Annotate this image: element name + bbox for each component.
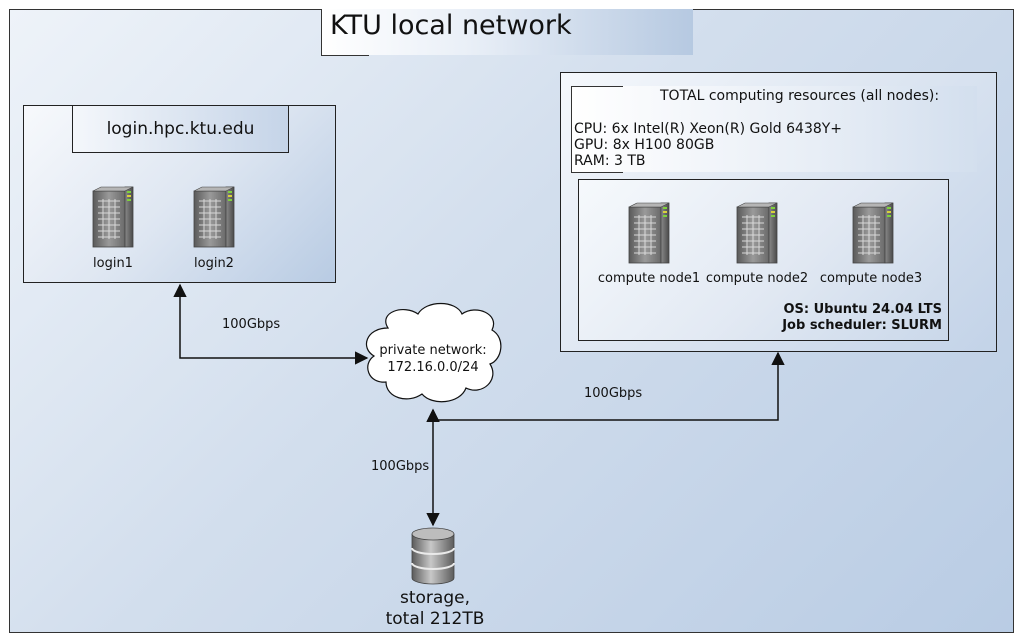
login-node-label: login2 xyxy=(194,256,234,271)
resources-panel xyxy=(571,86,977,172)
page-title: KTU local network xyxy=(330,10,572,41)
storage-label: storage, total 212TB xyxy=(360,588,510,630)
title-tab xyxy=(321,9,693,55)
resources-bracket xyxy=(571,86,572,173)
compute-node-label: compute node1 xyxy=(597,271,701,286)
storage-link-label: 100Gbps xyxy=(371,459,430,474)
resources-gpu: GPU: 8x H100 80GB xyxy=(574,137,715,153)
resources-title: TOTAL computing resources (all nodes): xyxy=(660,88,940,104)
server-icon xyxy=(92,186,134,248)
title-divider xyxy=(321,55,369,56)
compute-node-label: compute node3 xyxy=(819,271,923,286)
server-icon xyxy=(193,186,235,248)
login-node-label: login1 xyxy=(93,256,133,271)
database-icon xyxy=(411,527,455,585)
scheduler-label: Job scheduler: SLURM xyxy=(782,318,942,333)
server-icon xyxy=(736,202,778,264)
os-label: OS: Ubuntu 24.04 LTS xyxy=(783,302,942,317)
resources-bracket xyxy=(571,172,623,173)
compute-link-label: 100Gbps xyxy=(584,386,643,401)
resources-ram: RAM: 3 TB xyxy=(574,153,646,169)
resources-bracket xyxy=(571,86,623,87)
server-icon xyxy=(628,202,670,264)
compute-node-label: compute node2 xyxy=(705,271,809,286)
private-network-label: private network: 172.16.0.0/24 xyxy=(376,342,490,376)
private-network-subnet: 172.16.0.0/24 xyxy=(387,360,479,375)
server-icon xyxy=(852,202,894,264)
login-link-line xyxy=(173,283,369,365)
title-divider xyxy=(321,9,322,56)
resources-cpu: CPU: 6x Intel(R) Xeon(R) Gold 6438Y+ xyxy=(574,121,843,137)
storage-capacity: total 212TB xyxy=(385,609,485,629)
cloud-icon xyxy=(365,302,502,403)
login-cluster-header: login.hpc.ktu.edu xyxy=(72,106,289,153)
private-network-title: private network: xyxy=(379,343,487,358)
login-link-label: 100Gbps xyxy=(222,317,281,332)
storage-title: storage, xyxy=(400,588,470,608)
